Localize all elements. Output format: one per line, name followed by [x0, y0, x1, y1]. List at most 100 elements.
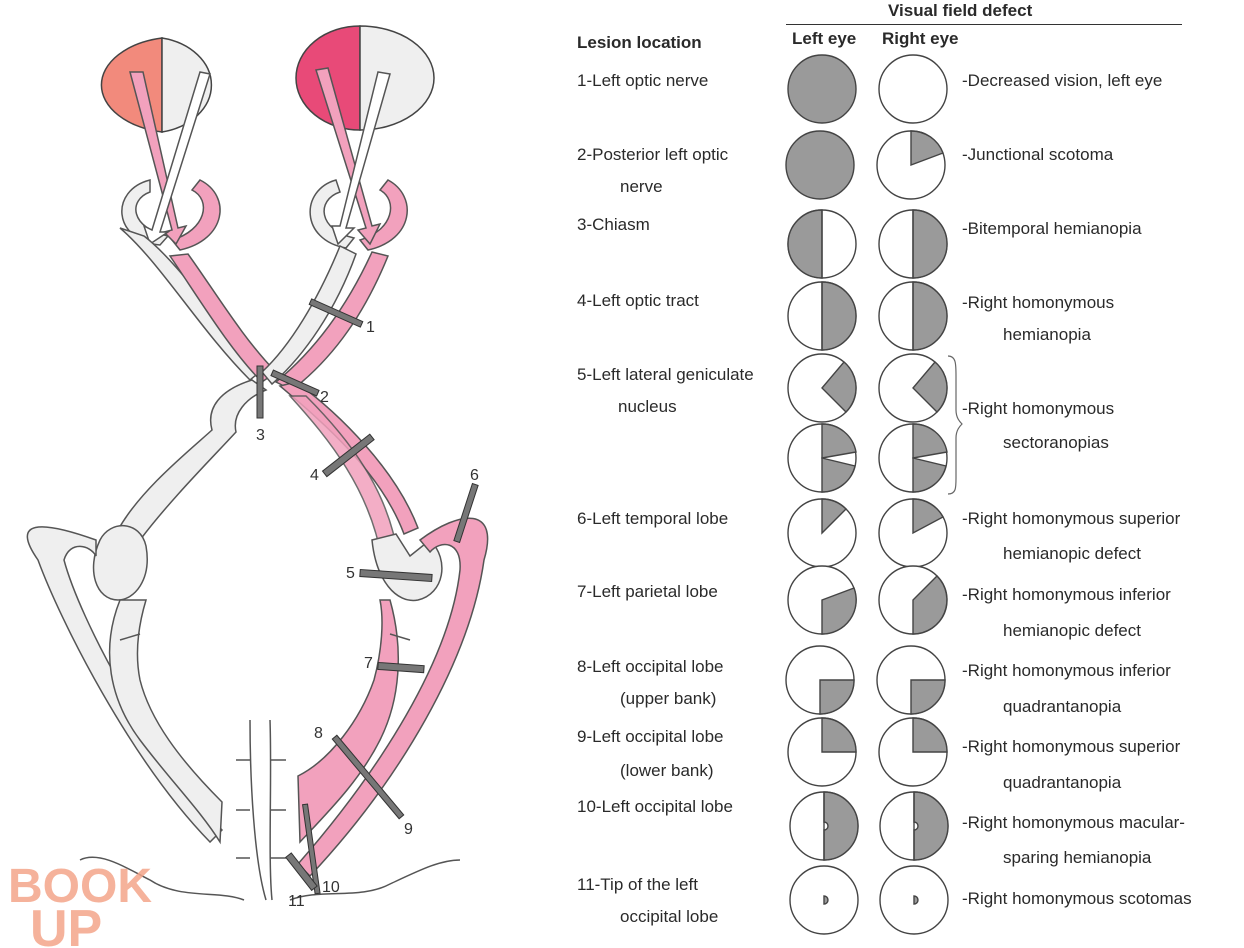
left-eye-field-9 [787, 717, 857, 787]
occipital-cortex-outline [79, 633, 461, 901]
label-6: 6 [470, 467, 479, 484]
lesion-7-label: 7-Left parietal lobe [577, 582, 718, 601]
lesion-11-label: 11-Tip of the left [577, 875, 698, 894]
right-eye-field-6 [878, 498, 948, 568]
left-lgn [92, 524, 148, 601]
right-eye-retina [309, 179, 408, 251]
label-4: 4 [310, 467, 319, 484]
lesion-8-label: 8-Left occipital lobe [577, 657, 724, 676]
lesion-2-label-cont: nerve [620, 177, 663, 196]
defect-9-label: -Right homonymous superior [962, 737, 1181, 756]
lesion-bar-1 [308, 298, 364, 328]
lesion-markers [256, 298, 479, 895]
right-eye-field-10 [879, 791, 949, 861]
left-eye-field-5b [787, 423, 857, 493]
defect-1-label: -Decreased vision, left eye [962, 71, 1163, 90]
lesion-bar-6 [453, 482, 479, 544]
defect-8-label-cont: quadrantanopia [1003, 697, 1122, 716]
right-eye-field-3 [878, 209, 948, 279]
lesion-bar-10 [302, 803, 321, 895]
defect-4-label: -Right homonymous [962, 293, 1115, 312]
lesion-bar-4 [321, 433, 375, 478]
defect-4-label-cont: hemianopia [1003, 325, 1091, 344]
left-eye-retina [121, 179, 221, 251]
defect-6-label: -Right homonymous superior [962, 509, 1181, 528]
defect-5-label-cont: sectoranopias [1003, 433, 1109, 452]
label-2: 2 [320, 389, 329, 406]
left-eye-field-7 [787, 565, 857, 635]
label-10: 10 [322, 879, 340, 896]
lesion-number-labels: 1 2 3 4 5 6 7 8 9 10 11 [256, 319, 479, 910]
defect-8-label: -Right homonymous inferior [962, 661, 1171, 680]
visual-field-defect-header: Visual field defect [888, 1, 1033, 20]
watermark-line-2: UP [30, 900, 102, 948]
lesion-9-label: 9-Left occipital lobe [577, 727, 724, 746]
lesion-5-label: 5-Left lateral geniculate [577, 365, 754, 384]
lesion-location-header: Lesion location [577, 33, 702, 52]
right-eye-field-4 [878, 281, 948, 351]
left-eye-field-10 [789, 791, 859, 861]
right-eye-field-1 [878, 54, 948, 124]
left-eye-field-11 [789, 865, 859, 935]
left-eye-field-6 [787, 498, 857, 568]
defect-6-label-cont: hemianopic defect [1003, 544, 1141, 563]
header-rule [786, 24, 1182, 25]
lesion-3-label: 3-Chiasm [577, 215, 650, 234]
lesion-bar-5 [359, 568, 433, 583]
label-8: 8 [314, 725, 323, 742]
optic-nerves [119, 227, 390, 391]
lesion-8-label-cont: (upper bank) [620, 689, 717, 708]
defect-9-label-cont: quadrantanopia [1003, 773, 1122, 792]
right-eye-field-8 [876, 645, 946, 715]
right-eye-header: Right eye [882, 29, 959, 48]
right-eye-field-9 [878, 717, 948, 787]
lesion-11-label-cont: occipital lobe [620, 907, 719, 926]
bookup-watermark-logo: BOOK UP [8, 860, 152, 948]
label-1: 1 [366, 319, 375, 336]
right-eye-field-5a [878, 353, 948, 423]
lesion-4-label: 4-Left optic tract [577, 291, 699, 310]
left-eye-field-1 [787, 54, 857, 124]
left-eye-field-3 [787, 209, 857, 279]
defect-7-label: -Right homonymous inferior [962, 585, 1171, 604]
right-eye-field-11 [879, 865, 949, 935]
left-eye-field-8 [785, 645, 855, 715]
left-eye-field-4 [787, 281, 857, 351]
left-optic-radiation [26, 526, 224, 845]
lesion-5-label-cont: nucleus [618, 397, 677, 416]
lesion-bar-11 [285, 852, 318, 892]
sectoranopia-brace [947, 355, 963, 495]
lesion-10-label: 10-Left occipital lobe [577, 797, 733, 816]
lesion-6-label: 6-Left temporal lobe [577, 509, 729, 528]
label-7: 7 [364, 655, 373, 672]
visual-pathway-diagram: 1 2 3 4 5 6 7 8 9 10 11 BOOK UP [8, 25, 489, 948]
right-eye-field-2 [876, 130, 946, 200]
field-to-retina-arrows [129, 67, 391, 246]
lesion-bar-3 [256, 365, 264, 419]
label-3: 3 [256, 427, 265, 444]
defect-10-label: -Right homonymous macular- [962, 813, 1185, 832]
label-11: 11 [288, 893, 305, 910]
defect-10-label-cont: sparing hemianopia [1003, 848, 1152, 867]
defect-5-label: -Right homonymous [962, 399, 1115, 418]
lesion-1-label: 1-Left optic nerve [577, 71, 709, 90]
defect-2-label: -Junctional scotoma [962, 145, 1114, 164]
watermark-line-1: BOOK [8, 860, 152, 913]
left-eye-field-5a [787, 353, 857, 423]
right-eye-field-7 [878, 565, 948, 635]
right-eye-field-5b [878, 423, 948, 493]
lesion-9-label-cont: (lower bank) [620, 761, 714, 780]
label-9: 9 [404, 821, 413, 838]
lesion-bar-7 [377, 661, 425, 674]
left-eye-field-2 [785, 130, 855, 200]
defect-11-label: -Right homonymous scotomas [962, 889, 1192, 908]
lesion-bar-8 [331, 734, 405, 820]
lesion-bar-2 [270, 369, 320, 397]
left-eye-header: Left eye [792, 29, 857, 48]
defect-7-label-cont: hemianopic defect [1003, 621, 1141, 640]
defect-3-label: -Bitemporal hemianopia [962, 219, 1142, 238]
label-5: 5 [346, 565, 355, 582]
lesion-2-label: 2-Posterior left optic [577, 145, 729, 164]
